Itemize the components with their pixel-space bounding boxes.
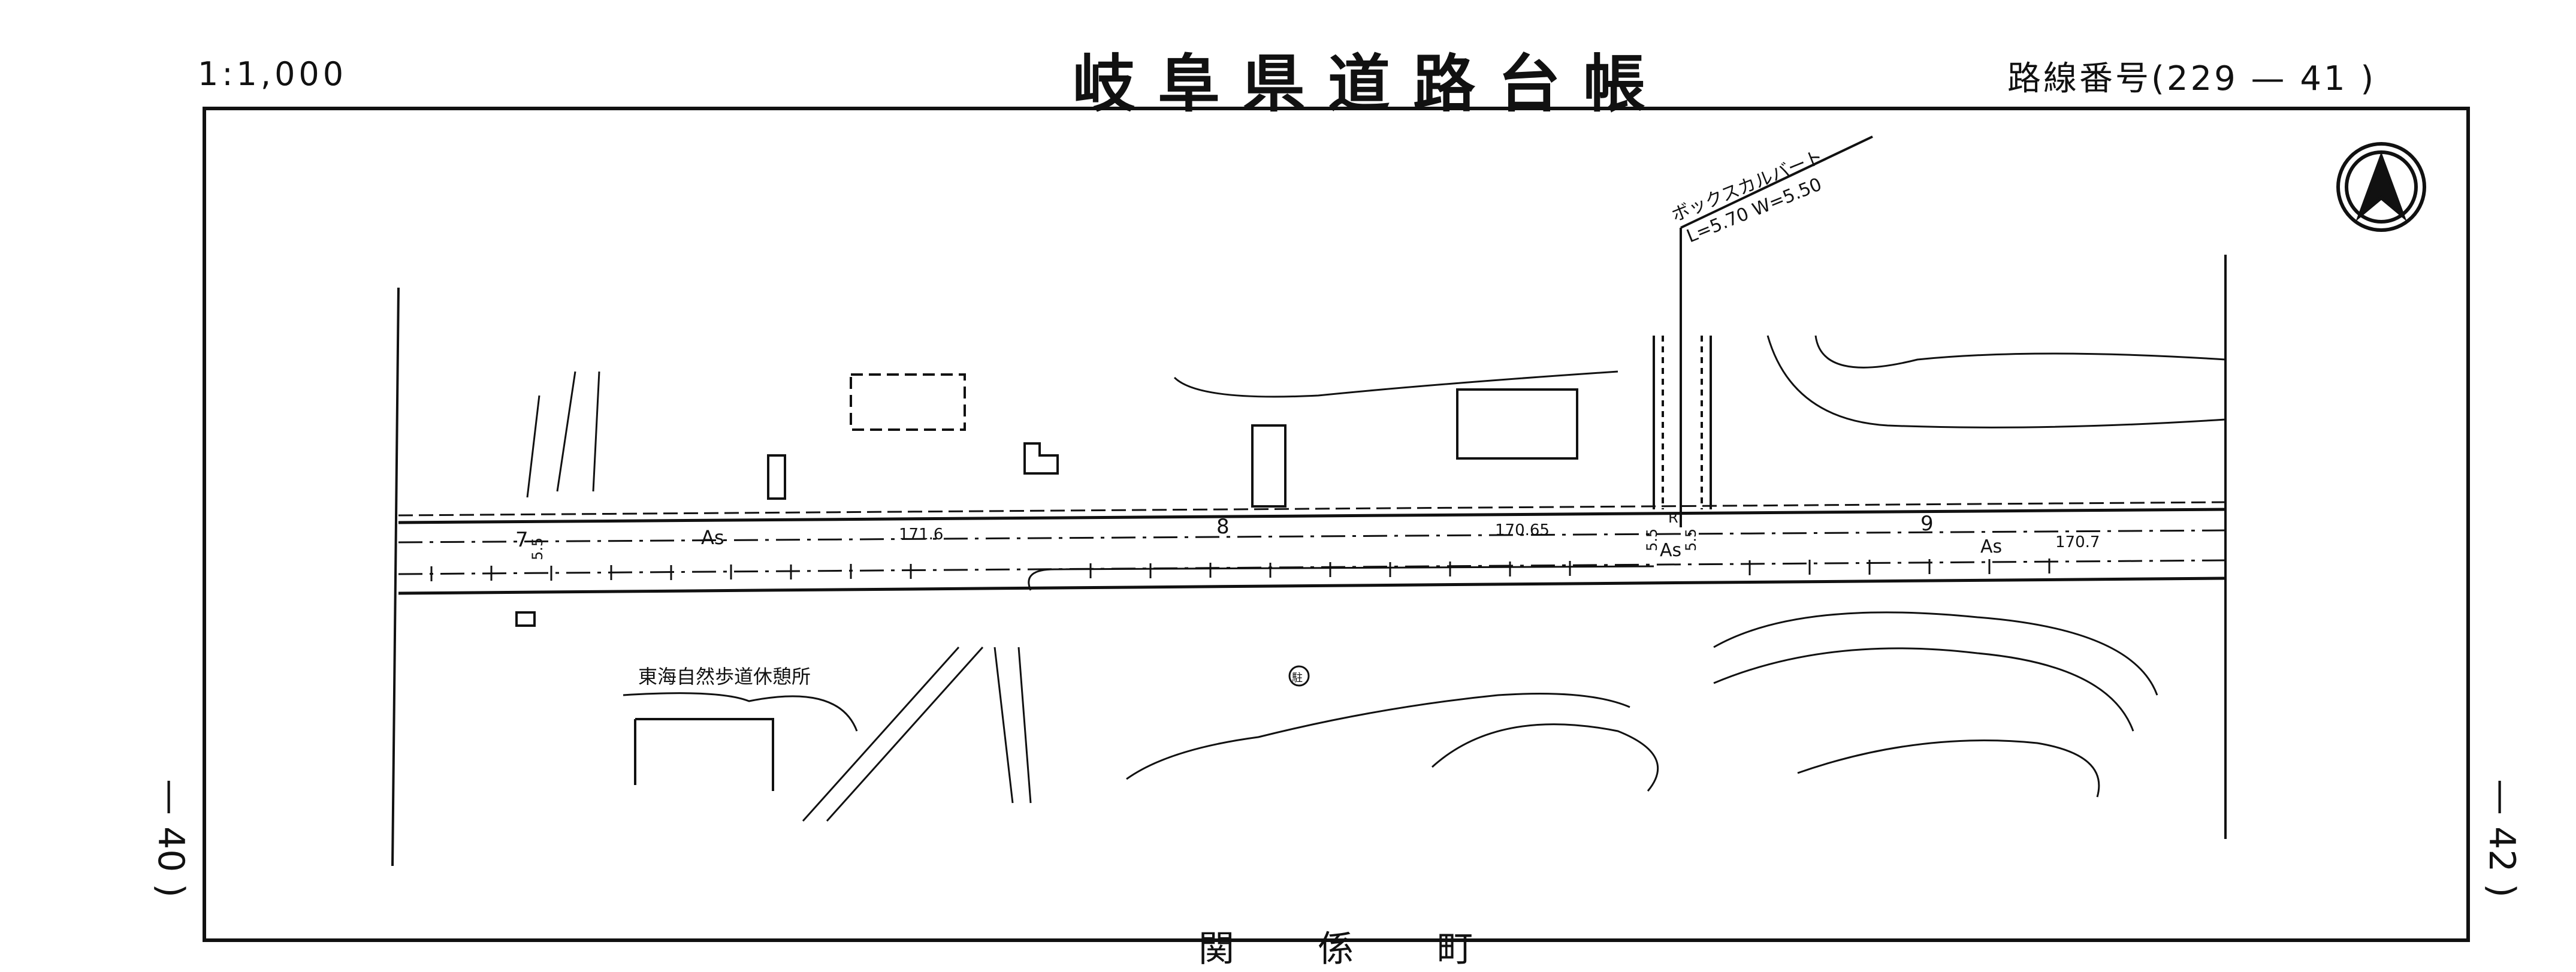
map-frame [203, 107, 2470, 942]
rest-area-label: 東海自然歩道休憩所 [638, 665, 811, 688]
road-width-1: 5.5 [529, 538, 546, 560]
culvert-lines [1653, 135, 1873, 527]
map-border-lines [391, 255, 2227, 867]
footer-partial-title: 関 係 町 [1198, 928, 1509, 970]
map-scale: 1:1,000 [198, 55, 348, 93]
road-width-2: 5.5 [1644, 529, 1660, 551]
road-ticks [430, 559, 2050, 581]
parking-symbol-label: 駐 [1292, 672, 1303, 684]
buildings [515, 373, 1578, 791]
surface-type-2: As [1660, 540, 1681, 561]
station-8: 8 [1216, 515, 1230, 539]
station-9: 9 [1920, 512, 1934, 536]
adjacent-sheet-left: — 40 ) [150, 779, 192, 898]
station-7: 7 [515, 528, 529, 552]
route-number: 路線番号(229 — 41 ) [2007, 59, 2376, 98]
road-map: ボックスカルバート L=5.70 W=5.50 東海自然歩道休憩所 7 8 9 … [391, 135, 2426, 867]
surface-type-3: As [1980, 536, 2002, 557]
adjacent-sheet-right: — 42 ) [2481, 779, 2523, 898]
r-mark: R [1668, 509, 1678, 526]
road-width-3: 5.5 [1683, 529, 1699, 551]
embankment-line [526, 335, 2226, 822]
surface-type-1: As [701, 526, 724, 549]
elevation-1: 171.6 [899, 526, 943, 544]
parking-symbol-icon [1288, 665, 1310, 687]
road [398, 501, 2226, 595]
elevation-3: 170.7 [2055, 533, 2100, 551]
north-arrow-icon [2336, 142, 2426, 232]
elevation-2: 170.65 [1495, 521, 1550, 539]
